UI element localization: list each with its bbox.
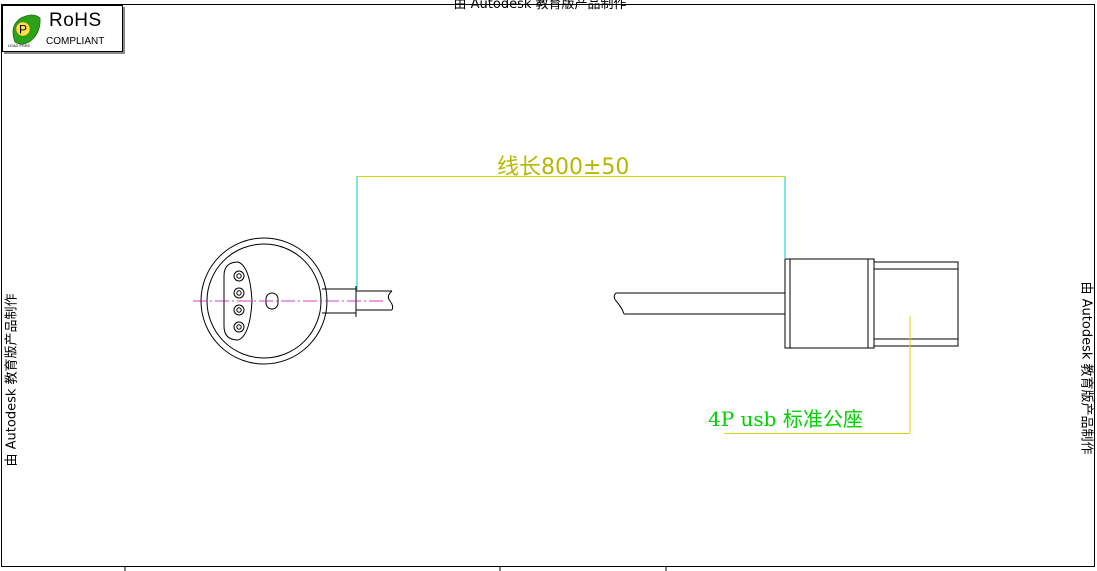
rohs-badge: P LEAD FREE RoHS COMPLIANT xyxy=(2,5,123,52)
drawing-border xyxy=(1,4,1095,567)
usb-overmold xyxy=(784,258,875,349)
connector-note-label: 4P usb 标准公座 xyxy=(708,407,863,431)
pin-4 xyxy=(233,321,245,333)
lead-free-leaf-icon: P LEAD FREE xyxy=(8,14,41,48)
pin-2 xyxy=(233,287,245,299)
pin-3 xyxy=(233,304,245,316)
usb-connector-side-view xyxy=(784,258,959,349)
leaf-logo-letter: P xyxy=(19,23,27,37)
watermark-left: 由 Autodesk 教育版产品制作 xyxy=(4,293,20,467)
cable-stub xyxy=(322,286,394,317)
pin-carrier-outline xyxy=(223,261,253,341)
pin-1 xyxy=(233,270,245,282)
watermark-top: 由 Autodesk 教育版产品制作 xyxy=(453,0,627,12)
leaf-logo-caption: LEAD FREE xyxy=(8,43,31,48)
watermark-right: 由 Autodesk 教育版产品制作 xyxy=(1078,281,1094,455)
cable-length-dimension xyxy=(356,176,786,290)
usb-plug-shell xyxy=(873,261,959,347)
pin-2-core xyxy=(236,290,242,296)
note-leader xyxy=(724,316,911,434)
cable-end xyxy=(613,292,785,315)
pin-1-core xyxy=(236,273,242,279)
rohs-subtitle: COMPLIANT xyxy=(46,36,105,47)
rohs-title: RoHS xyxy=(49,10,102,31)
pin-4-core xyxy=(236,324,242,330)
cable-length-label: 线长800±50 xyxy=(497,155,630,180)
pin-3-core xyxy=(236,307,242,313)
